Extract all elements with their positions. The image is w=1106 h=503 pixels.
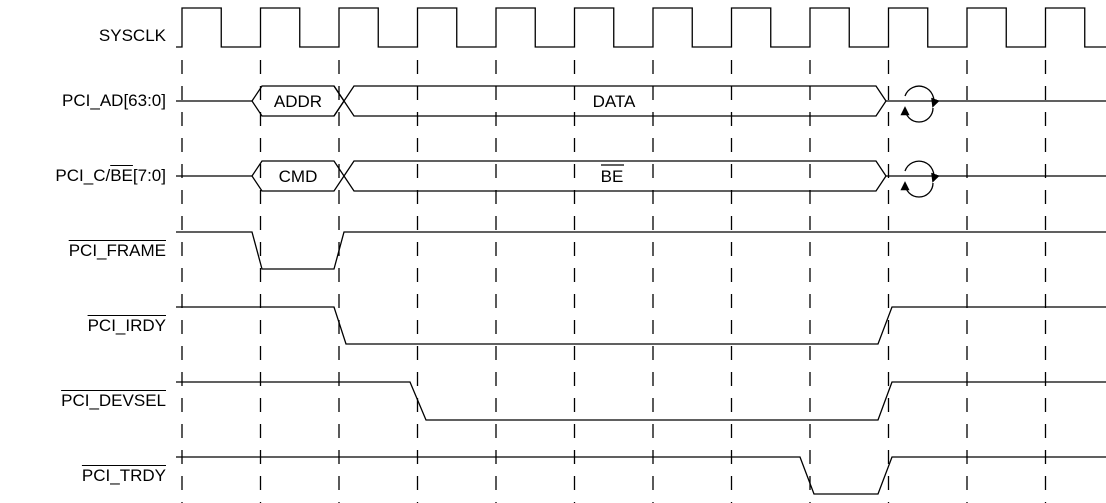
pci-irdy-waveform (176, 306, 1106, 345)
pci-ad-turnaround-icon (900, 85, 940, 123)
pci-trdy-waveform (176, 456, 1106, 495)
pci-cbe-label-overline: BE (110, 166, 133, 185)
pci-cbe-be-text: BE (601, 167, 624, 186)
sysclk-label: SYSCLK (98, 26, 166, 45)
pci-cbe-cmd-text: CMD (279, 167, 318, 186)
sysclk-waveform (176, 7, 1106, 48)
pci-cbe-label-suffix: [7:0] (132, 166, 166, 185)
pci-ad-label: PCI_AD[63:0] (62, 91, 166, 110)
pci-ad-bus: ADDR DATA (176, 85, 1106, 123)
pci-irdy-label: PCI_IRDY (87, 316, 166, 335)
pci-devsel-label: PCI_DEVSEL (61, 391, 166, 410)
pci-frame-waveform (176, 231, 1106, 270)
pci-cbe-bus: CMD BE (176, 160, 1106, 198)
pci-cbe-turnaround-icon (900, 160, 940, 198)
pci-trdy-label: PCI_TRDY (81, 466, 166, 485)
pci-frame-label: PCI_FRAME (68, 241, 166, 260)
clock-edge-gridlines (181, 60, 1047, 503)
pci-ad-data-text: DATA (593, 92, 636, 111)
pci-cbe-label-prefix: PCI_C/ (55, 166, 111, 185)
pci-ad-addr-text: ADDR (274, 92, 322, 111)
pci-devsel-waveform (176, 381, 1106, 421)
pci-cbe-label: PCI_C/BE[7:0] (0, 166, 166, 186)
